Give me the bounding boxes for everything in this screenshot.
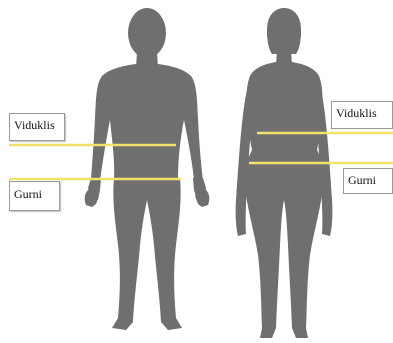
male-head <box>128 8 166 58</box>
female-silhouette <box>236 8 333 338</box>
female-legs <box>244 178 324 338</box>
male-waist-label: Viduklis <box>9 113 65 141</box>
male-torso <box>91 64 203 180</box>
female-hair <box>267 8 301 54</box>
female-hip-label: Gurni <box>343 168 393 194</box>
male-hip-label: Gurni <box>9 181 60 211</box>
male-silhouette <box>85 8 210 330</box>
male-legs <box>112 178 182 330</box>
female-waist-label: Viduklis <box>331 101 393 129</box>
